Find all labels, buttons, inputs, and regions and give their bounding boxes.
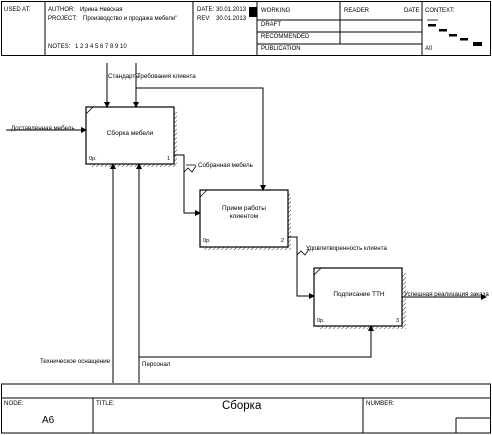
arrow-label-client-requirements: Требования клиента <box>137 73 196 80</box>
activity-box-3-label: Подписание ТТН <box>333 291 385 298</box>
arrow-personnel-to-box3[interactable] <box>139 325 374 358</box>
footer-title-label: TITLE: <box>96 400 115 407</box>
arrow-label-technical-equipment: Техническое оснащение <box>40 358 111 365</box>
arrow-label-client-satisfaction: Удовлетворенность клиента <box>306 245 387 252</box>
arrow-label-assembled-furniture: Собранная мебель <box>198 162 253 169</box>
author-value: Ирина Невская <box>80 7 123 13</box>
activity-box-1-label: Сборка мебели <box>106 130 154 137</box>
date-value: 30.01.2013 <box>216 7 247 13</box>
arrow-label-successful-order: Успешная реализация заказа <box>404 291 489 298</box>
project-label: PROJECT: <box>48 16 78 22</box>
activity-box-3[interactable] <box>313 267 403 327</box>
arrow-label-delivered-furniture: Доставленная мебель <box>11 125 75 132</box>
rev-label: REV: <box>197 16 211 22</box>
label-squiggles <box>183 164 310 256</box>
footer-frame <box>1 383 491 434</box>
date-label: DATE: <box>197 7 215 13</box>
notes-value: 1 2 3 4 5 6 7 8 9 10 <box>75 44 127 50</box>
footer-node-label: NODE: <box>4 400 24 407</box>
footer-number-label: NUMBER: <box>366 400 395 407</box>
activity-box-2-label: Прием работы клиентом <box>222 205 266 220</box>
rev-value: 30.01.2013 <box>216 16 247 22</box>
arrow-assembled-furniture[interactable] <box>174 154 201 216</box>
box-corner-ticks <box>85 106 322 276</box>
reader-label: READER <box>344 8 370 14</box>
arrow-client-requirements-to-box2[interactable] <box>136 87 266 191</box>
header-frame <box>1 1 491 56</box>
footer-title-value: Сборка <box>222 400 262 412</box>
activity-box-3-cost: 0р. <box>317 318 325 324</box>
activity-box-1-number: 1 <box>167 156 171 162</box>
author-label: AUTHOR: <box>48 7 75 13</box>
context-label: CONTEXT: <box>425 8 455 14</box>
status-publication: PUBLICATION <box>261 46 301 52</box>
project-value: Производство и продажа мебели" <box>83 16 178 22</box>
activity-box-1[interactable] <box>85 106 175 165</box>
arrow-client-satisfaction[interactable] <box>288 236 315 299</box>
arrows <box>6 63 487 383</box>
arrow-label-standards: Стандарты <box>108 73 140 80</box>
context-thumbnail <box>427 19 482 46</box>
footer-node-value: A6 <box>42 415 55 426</box>
status-recommended: RECOMMENDED <box>261 34 310 40</box>
context-node: A0 <box>425 46 433 52</box>
activity-box-2[interactable] <box>199 189 289 248</box>
status-working: WORKING <box>261 8 291 14</box>
activity-box-2-number: 2 <box>281 238 285 244</box>
working-status-marker <box>249 7 257 17</box>
activity-box-3-number: 3 <box>396 318 400 324</box>
date2-label: DATE <box>404 8 420 14</box>
status-draft: DRAFT <box>261 22 281 28</box>
notes-label: NOTES: <box>48 44 71 50</box>
used-at-label: USED AT: <box>4 7 31 13</box>
arrow-label-personnel: Персонал <box>142 361 171 368</box>
activity-box-1-cost: 0р. <box>89 156 97 162</box>
activity-box-2-cost: 0р. <box>203 238 211 244</box>
